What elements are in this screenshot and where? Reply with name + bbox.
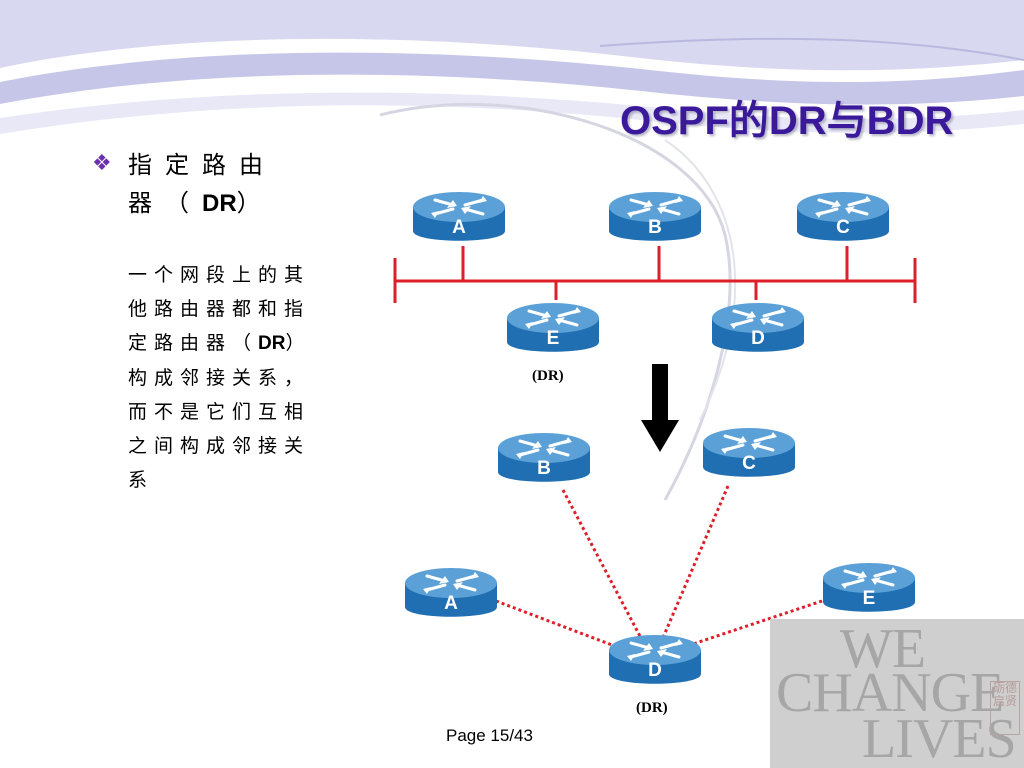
router-top-b: B: [607, 189, 703, 249]
router-label: C: [742, 453, 756, 474]
adjacency-links: [495, 485, 823, 647]
down-arrow-icon: [641, 364, 679, 452]
router-label: E: [862, 588, 876, 609]
router-label: D: [648, 660, 662, 681]
adjacency-a-d: [495, 599, 613, 647]
router-label: A: [452, 217, 466, 238]
router-bottom-a: A: [403, 565, 499, 625]
router-bottom-d: D: [607, 632, 703, 692]
page-number: Page 15/43: [446, 726, 533, 745]
router-top-a: A: [411, 189, 507, 249]
bullet-heading-text: 指定路由器（: [128, 151, 276, 217]
router-bottom-c: C: [701, 425, 797, 485]
router-label: A: [444, 593, 458, 614]
watermark-seal: 砺德启贤: [990, 681, 1020, 735]
router-label: D: [751, 328, 765, 349]
watermark-we-change-lives: WE CHANGE LIVES 砺德启贤: [770, 619, 1024, 768]
router-label: E: [546, 328, 560, 349]
router-bottom-e: E: [821, 560, 917, 620]
ethernet-segment: [393, 246, 917, 303]
adjacency-c-d: [660, 485, 730, 641]
top-dr-label: (DR): [532, 368, 564, 384]
bullet-heading-close: ）: [236, 189, 274, 217]
adjacency-b-d: [561, 489, 644, 641]
router-label: B: [537, 458, 551, 479]
bullet-diamond-icon: ❖: [92, 151, 112, 176]
router-label: B: [648, 217, 662, 238]
adjacency-e-d: [689, 599, 823, 647]
router-label: C: [836, 217, 850, 238]
router-top-e: E: [505, 300, 601, 360]
body-text-part1: 一个网段上的其他路由器都和指定路由器（: [128, 264, 311, 354]
body-paragraph: 一个网段上的其他路由器都和指定路由器（DR）构成邻接关系，而不是它们互相之间构成…: [128, 258, 313, 497]
bottom-dr-label: (DR): [636, 700, 668, 716]
router-bottom-b: B: [496, 430, 592, 490]
router-top-c: C: [795, 189, 891, 249]
bullet-heading: 指定路由器（DR）: [128, 146, 308, 223]
body-text-dr: DR: [258, 333, 286, 354]
body-text-part2: ）构成邻接关系，而不是它们互相之间构成邻接关系: [128, 332, 312, 491]
bullet-heading-dr: DR: [202, 190, 237, 217]
watermark-line-2: CHANGE: [776, 662, 1004, 724]
slide-title: OSPF的DR与BDR: [620, 99, 954, 143]
router-top-d: D: [710, 300, 806, 360]
watermark-line-1: WE: [840, 619, 926, 680]
